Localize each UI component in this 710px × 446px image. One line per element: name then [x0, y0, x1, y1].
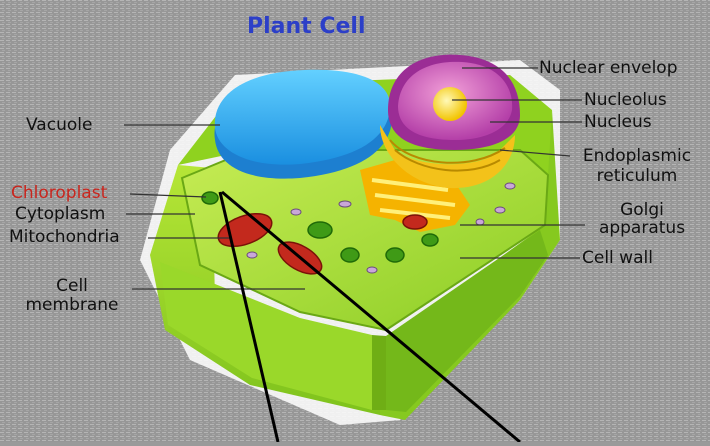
label-nucleolus: Nucleolus	[584, 92, 667, 109]
label-vacuole: Vacuole	[26, 117, 92, 134]
label-nucleus: Nucleus	[584, 114, 652, 131]
label-golgi-line1: Golgi	[582, 202, 702, 219]
label-er-line1: Endoplasmic	[572, 148, 702, 165]
label-membrane-line1: Cell	[12, 278, 132, 295]
label-golgi-line2: apparatus	[582, 220, 702, 237]
label-nuclear-envelope: Nuclear envelop	[539, 60, 678, 77]
label-cytoplasm: Cytoplasm	[15, 206, 105, 223]
label-mitochondria: Mitochondria	[9, 229, 120, 246]
label-chloroplast: Chloroplast	[11, 185, 107, 202]
nucleolus	[433, 87, 467, 121]
label-membrane-line2: membrane	[12, 297, 132, 314]
nucleus	[388, 55, 520, 150]
diagram-title: Plant Cell	[247, 14, 366, 39]
label-cell-wall: Cell wall	[582, 250, 653, 267]
label-er-line2: reticulum	[572, 168, 702, 185]
